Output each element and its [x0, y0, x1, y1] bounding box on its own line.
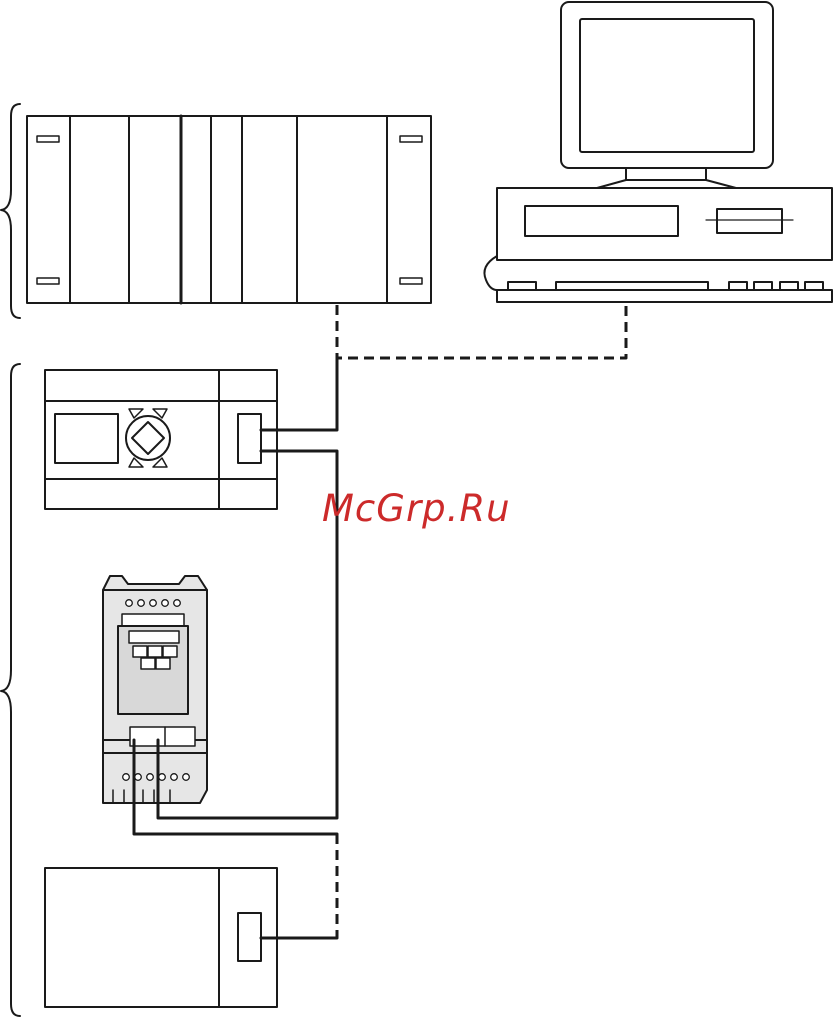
group-brace-top: [1, 104, 20, 318]
plc-rack: [27, 116, 431, 303]
optional-connection: [337, 302, 626, 938]
lcd-display: [55, 414, 118, 463]
interface-port: [238, 913, 261, 961]
frequency-inverter: [103, 576, 207, 803]
computer-base-unit: [497, 188, 832, 260]
interface-port: [238, 414, 261, 463]
control-relay-with-display: [45, 370, 277, 509]
computer-monitor: [561, 2, 773, 188]
computer-keyboard: [484, 256, 832, 302]
remote-io-module: [45, 868, 277, 1007]
group-brace-bottom: [1, 364, 20, 1016]
